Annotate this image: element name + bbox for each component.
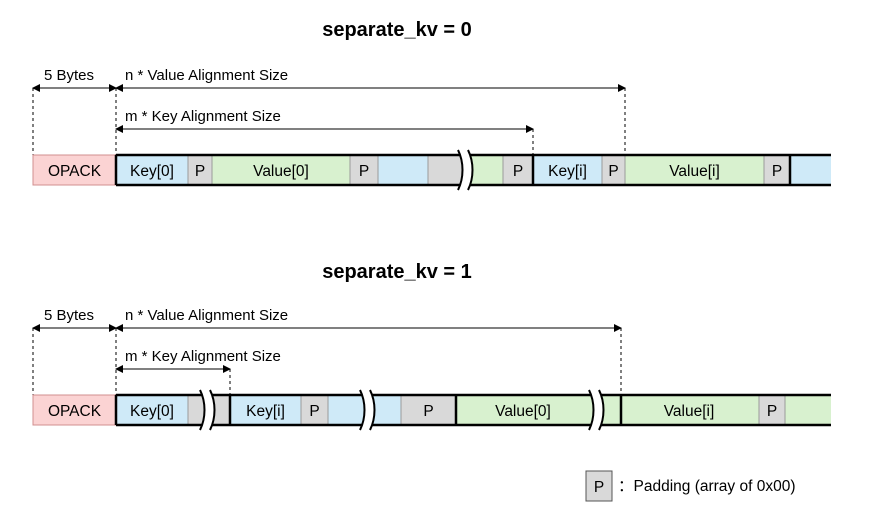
cell-padding <box>301 395 328 425</box>
cell-padding <box>602 155 625 185</box>
legend: P ：Padding (array of 0x00) <box>585 470 795 502</box>
cell-padding <box>188 155 212 185</box>
bar-borders <box>114 153 831 187</box>
cell-label-key-i: Key[i] <box>246 403 285 420</box>
cell-label-padding: P <box>359 163 369 180</box>
cell-value <box>785 395 831 425</box>
cell-value-0 <box>212 155 350 185</box>
cell-label-padding: P <box>195 163 205 180</box>
cell-label-key-i: Key[i] <box>548 163 587 180</box>
cell-padding <box>503 155 533 185</box>
label-5-bytes: 5 Bytes <box>44 307 94 324</box>
cell-label-padding: P <box>513 163 523 180</box>
cell-value-i <box>625 155 764 185</box>
cell-key-i <box>230 395 301 425</box>
cell-opack <box>32 154 117 186</box>
cell-value <box>468 155 503 185</box>
label-value-alignment: n * Value Alignment Size <box>125 67 288 84</box>
cell-padding <box>350 155 378 185</box>
break-symbol <box>588 389 605 431</box>
break-symbol <box>359 389 376 431</box>
diagram-separate-kv-1: separate_kv = 1 5 Bytes n * Value Alignm… <box>32 261 831 431</box>
cell-label-value-i: Value[i] <box>669 163 720 180</box>
cell-key-0 <box>116 395 188 425</box>
cell-label-value-0: Value[0] <box>495 403 551 420</box>
cell-label-padding: P <box>772 163 782 180</box>
cell-label-padding: P <box>767 403 777 420</box>
diagram-title: separate_kv = 0 <box>322 19 472 41</box>
label-key-alignment: m * Key Alignment Size <box>125 108 281 125</box>
break-symbol <box>199 389 216 431</box>
cell-label-padding: P <box>309 403 319 420</box>
cell-dividers <box>187 155 765 185</box>
cell-key-i <box>533 155 602 185</box>
cell-padding <box>764 155 790 185</box>
cell-opack <box>32 394 117 426</box>
diagram-separate-kv-0: separate_kv = 0 5 Bytes n * Value Alignm… <box>32 19 831 191</box>
label-5-bytes: 5 Bytes <box>44 67 94 84</box>
legend-text: ：Padding (array of 0x00) <box>618 478 795 495</box>
cell-label-padding: P <box>608 163 618 180</box>
cell-label-value-0: Value[0] <box>253 163 309 180</box>
diagram-title: separate_kv = 1 <box>322 261 472 283</box>
bar-borders <box>114 393 831 427</box>
legend-padding-swatch <box>585 470 613 502</box>
cell-key <box>790 155 831 185</box>
label-value-alignment: n * Value Alignment Size <box>125 307 288 324</box>
label-key-alignment: m * Key Alignment Size <box>125 348 281 365</box>
cell-key-0 <box>116 155 188 185</box>
cell-padding <box>759 395 785 425</box>
legend-symbol: P <box>594 479 604 496</box>
break-symbol <box>457 149 474 191</box>
cell-dividers <box>187 395 786 425</box>
cell-label-key-0: Key[0] <box>130 163 174 180</box>
cell-label-key-0: Key[0] <box>130 403 174 420</box>
cell-padding <box>401 395 456 425</box>
cell-label-value-i: Value[i] <box>664 403 715 420</box>
cell-value-i <box>621 395 759 425</box>
cell-label-padding: P <box>423 403 433 420</box>
cell-label-opack: OPACK <box>48 403 102 420</box>
cell-key <box>378 155 428 185</box>
cell-label-opack: OPACK <box>48 163 102 180</box>
